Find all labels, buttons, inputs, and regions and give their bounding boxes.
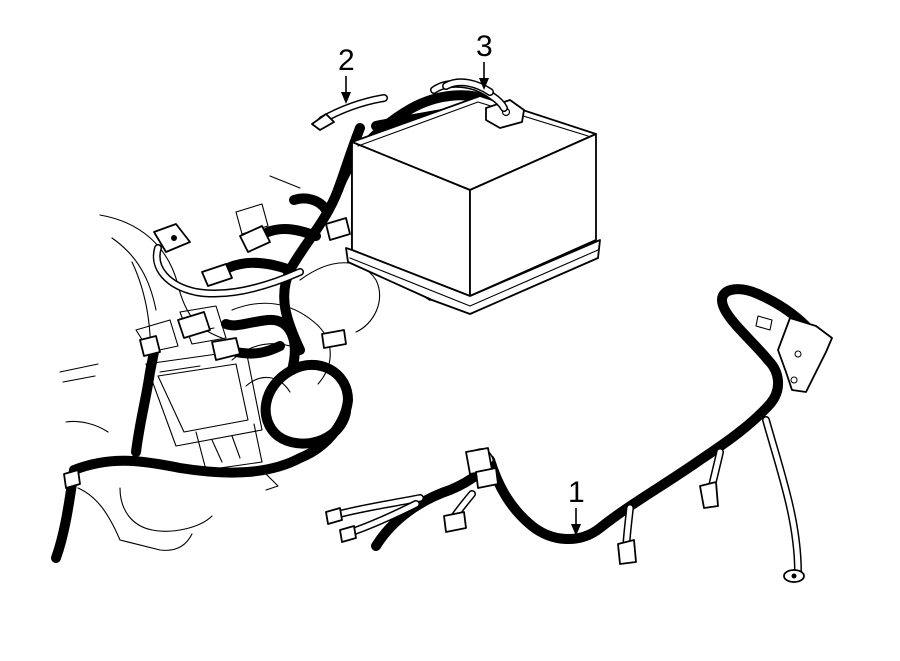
- callout-1: 1: [568, 476, 585, 536]
- engine-block-icon: [59, 175, 381, 551]
- battery-cable-harness-icon: [325, 284, 833, 583]
- callout-3: 3: [476, 30, 493, 90]
- callout-arrow-1: [571, 524, 581, 536]
- callout-label-3: 3: [476, 30, 493, 63]
- callout-arrow-3: [479, 78, 489, 90]
- callout-2: 2: [338, 44, 355, 104]
- callout-label-2: 2: [338, 44, 355, 77]
- battery-icon: [345, 78, 601, 315]
- engine-wiring-harness-icon: [51, 90, 493, 563]
- callout-arrow-2: [341, 92, 351, 104]
- callout-label-1: 1: [568, 476, 585, 509]
